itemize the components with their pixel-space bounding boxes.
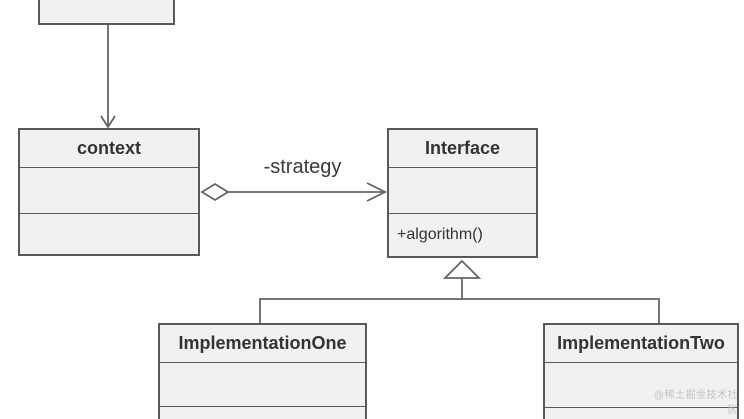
class-interface-method: +algorithm() [397,226,483,243]
inheritance-triangle-icon [442,259,482,279]
watermark-label: @稀土掘金技术社区 [653,390,738,416]
aggregation-diamond-icon [200,182,230,202]
class-interface: Interface +algorithm() [387,128,538,258]
class-implementation-one-operations-compartment [160,407,365,419]
class-interface-attributes-compartment [389,168,536,214]
class-context-attributes-compartment [20,168,198,214]
class-parent [38,0,175,25]
right-arrowhead-icon [366,182,388,202]
class-implementation-one-attributes-compartment [160,363,365,407]
class-implementation-two: ImplementationTwo [543,323,739,419]
strategy-edge-label: -strategy [263,156,342,178]
class-context-operations-compartment [20,214,198,254]
inheritance-bus-edge [259,298,660,323]
down-arrowhead-icon [100,115,116,129]
class-interface-title: Interface [389,130,536,168]
class-implementation-two-title: ImplementationTwo [545,325,737,363]
class-parent-title [40,0,173,23]
class-implementation-two-attributes-compartment [545,363,737,408]
class-implementation-one: ImplementationOne [158,323,367,419]
class-context: context [18,128,200,256]
class-context-title: context [20,130,198,168]
class-implementation-one-title: ImplementationOne [160,325,365,363]
